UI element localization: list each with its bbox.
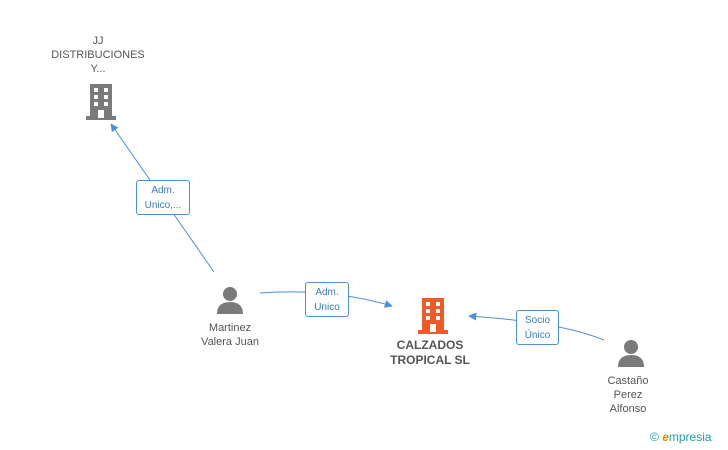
empresia-logo: © empresia (650, 430, 712, 444)
node-label-line: JJ (92, 35, 104, 47)
edge-label-line: Adm. (151, 185, 175, 196)
node-label-line: Valera Juan (201, 336, 259, 348)
node-label-line: TROPICAL SL (390, 353, 470, 367)
edge-label-line: Unico,... (144, 200, 182, 211)
node-label-line: Y... (90, 63, 106, 75)
node-label-line: Perez (613, 389, 643, 401)
node-label-line: Castaño (607, 375, 649, 387)
edge-label-line: Unico (314, 302, 340, 313)
node-label-line: CALZADOS (396, 338, 464, 352)
node-label-line: DISTRIBUCIONES (51, 49, 145, 61)
person-icon[interactable] (617, 339, 645, 367)
edge-label-adm-unico-1[interactable]: Adm. Unico,... (136, 180, 190, 215)
node-label-calzados[interactable]: CALZADOS TROPICAL SL (375, 338, 485, 368)
node-label-line: Martinez (208, 322, 252, 334)
edge-label-line: Adm. (315, 287, 339, 298)
building-icon-main[interactable] (418, 298, 448, 334)
brand-rest: mpresia (668, 430, 712, 444)
person-icon[interactable] (216, 286, 244, 314)
building-icon[interactable] (86, 84, 116, 120)
edge-label-line: Socio (524, 315, 550, 326)
node-label-martinez[interactable]: Martinez Valera Juan (180, 321, 280, 349)
copyright-symbol: © (650, 430, 659, 444)
edge-label-socio-unico[interactable]: Socio Único (516, 310, 559, 345)
edge-label-line: Único (524, 330, 551, 341)
node-label-line: Alfonso (609, 403, 647, 415)
node-label-castano[interactable]: Castaño Perez Alfonso (583, 374, 673, 416)
brand-e: e (662, 430, 669, 444)
node-label-jj[interactable]: JJ DISTRIBUCIONES Y... (48, 34, 148, 76)
edge-label-adm-unico-2[interactable]: Adm. Unico (305, 282, 349, 317)
